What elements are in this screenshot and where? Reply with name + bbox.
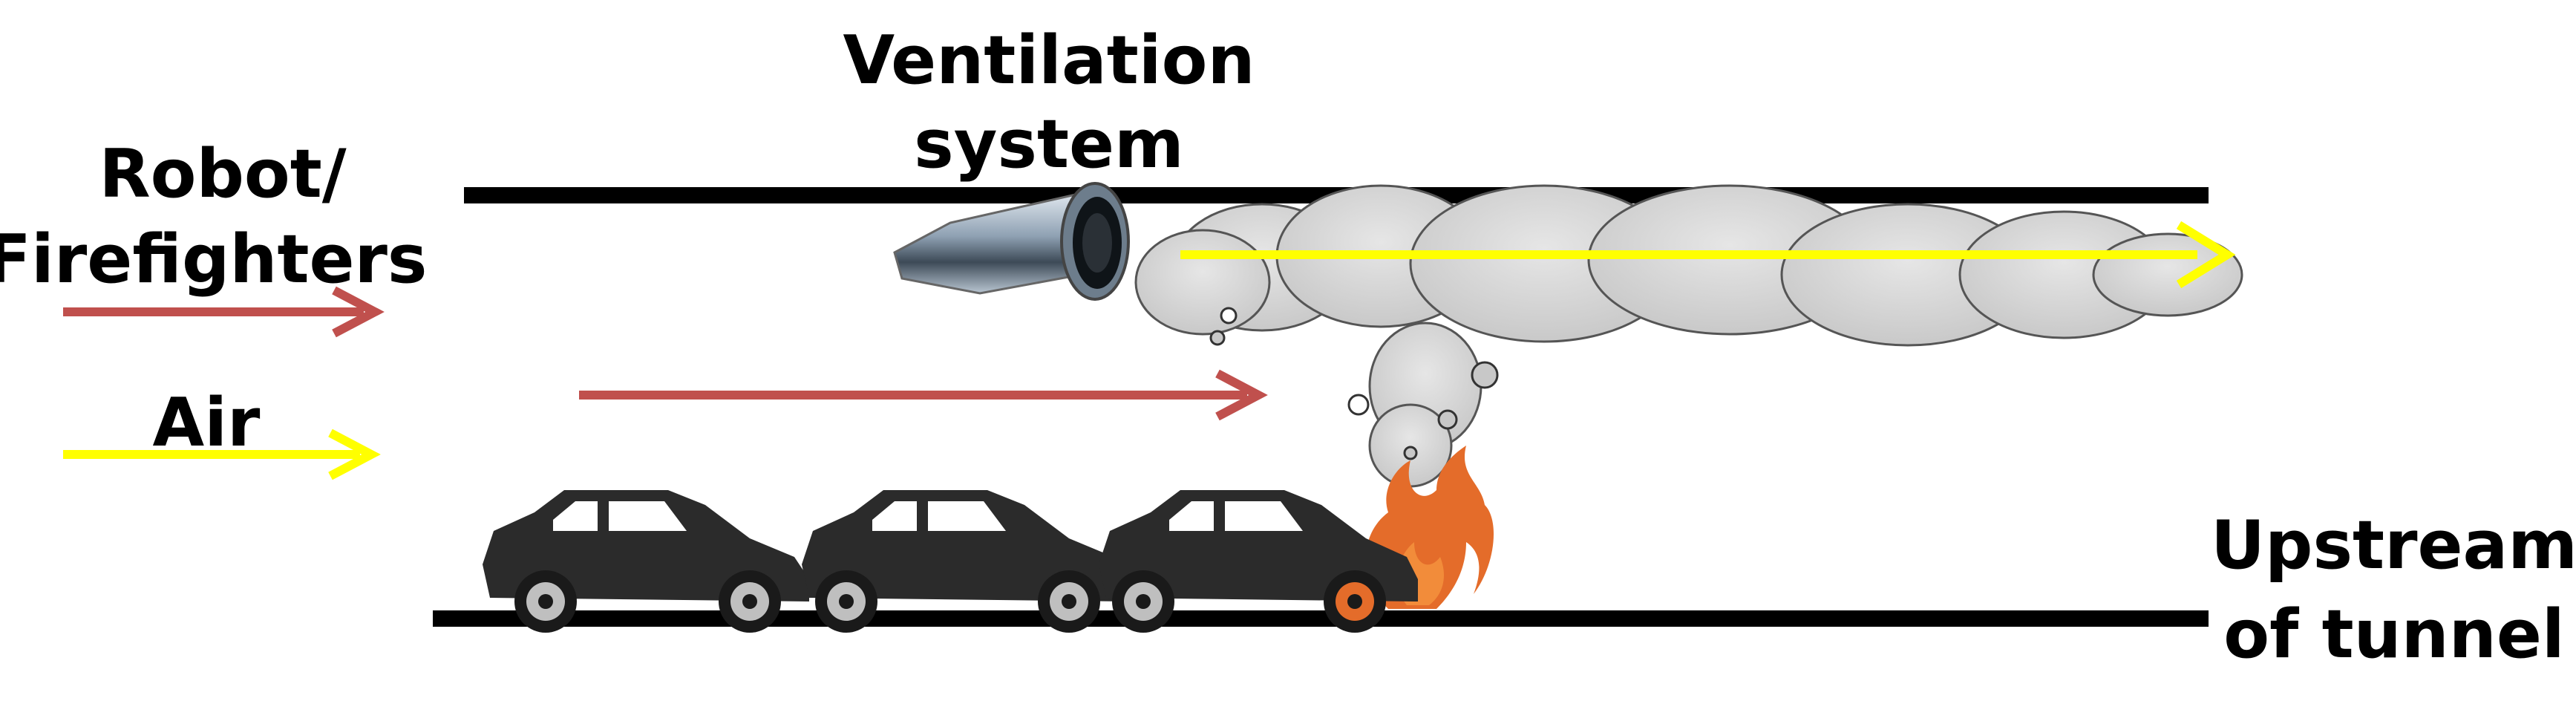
air-legend-arrow bbox=[63, 428, 381, 480]
smoke-particles bbox=[1209, 307, 1499, 460]
robot-legend-arrow bbox=[63, 286, 385, 338]
ventilation-label-line2: system bbox=[914, 105, 1184, 183]
robot-arrow-main bbox=[579, 369, 1268, 421]
robot-label-line1: Robot/ bbox=[99, 135, 346, 213]
jet-fan-icon bbox=[893, 182, 1130, 301]
air-label: Air bbox=[153, 384, 261, 462]
car-icon-3 bbox=[1099, 490, 1418, 633]
smoke-cloud-icon bbox=[1134, 184, 2243, 488]
ventilation-label-line1: Ventilation bbox=[843, 22, 1255, 100]
upstream-label-line1: Upstream bbox=[2211, 506, 2576, 584]
car-icon-2 bbox=[802, 490, 1128, 633]
car-icon-1 bbox=[483, 490, 809, 633]
upstream-label-line2: of tunnel bbox=[2223, 596, 2564, 674]
robot-label-line2: Firefighters bbox=[0, 221, 427, 299]
air-arrow-main bbox=[1180, 221, 2236, 289]
